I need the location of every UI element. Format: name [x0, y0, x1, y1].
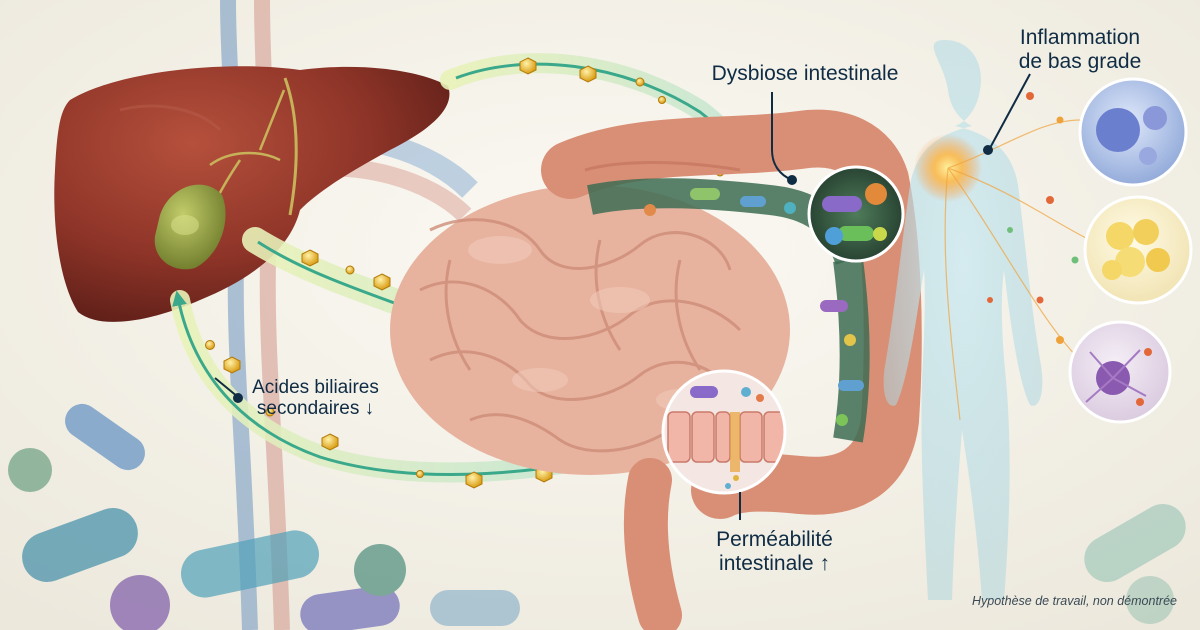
gallbladder: [154, 184, 226, 270]
background-microbes: [8, 403, 1186, 630]
inflammatory-cell-circle: [1068, 320, 1172, 424]
permeability-label-line-2: intestinale ↑: [719, 551, 830, 575]
gut-microbiota: [644, 188, 864, 426]
permeability-zoom-circle: [661, 369, 787, 495]
bile-acids-label-line-2: secondaires ↓: [256, 398, 375, 420]
bile-acids-leader-line: [214, 377, 239, 398]
dysbiosis-label-text: Dysbiose intestinale: [711, 62, 899, 85]
human-body: [883, 40, 1091, 600]
inflammation-label-line-2: de bas grade: [1018, 49, 1142, 73]
bile-acids-label: Acides biliaires secondaires ↓: [248, 377, 383, 420]
microbiota-zoom-circle: [807, 165, 905, 263]
immune-particles: [987, 92, 1079, 344]
dysbiosis-label: Dysbiose intestinale: [700, 62, 910, 86]
hypothesis-footnote: Hypothèse de travail, non démontrée: [972, 594, 1177, 608]
fat-cells-circle: [1083, 195, 1193, 305]
permeability-label: Perméabilité intestinale ↑: [712, 528, 837, 575]
permeability-label-line-1: Perméabilité: [716, 528, 833, 551]
liver: [54, 66, 450, 322]
bile-acids-label-line-1: Acides biliaires: [252, 377, 379, 398]
inflammation-label-line-1: Inflammation: [1019, 26, 1141, 49]
immune-cells-circle: [1078, 77, 1188, 187]
inflammation-label: Inflammation de bas grade: [1005, 26, 1155, 73]
leader-lines: [214, 73, 1031, 520]
inflammation-leader-line: [989, 73, 1031, 149]
